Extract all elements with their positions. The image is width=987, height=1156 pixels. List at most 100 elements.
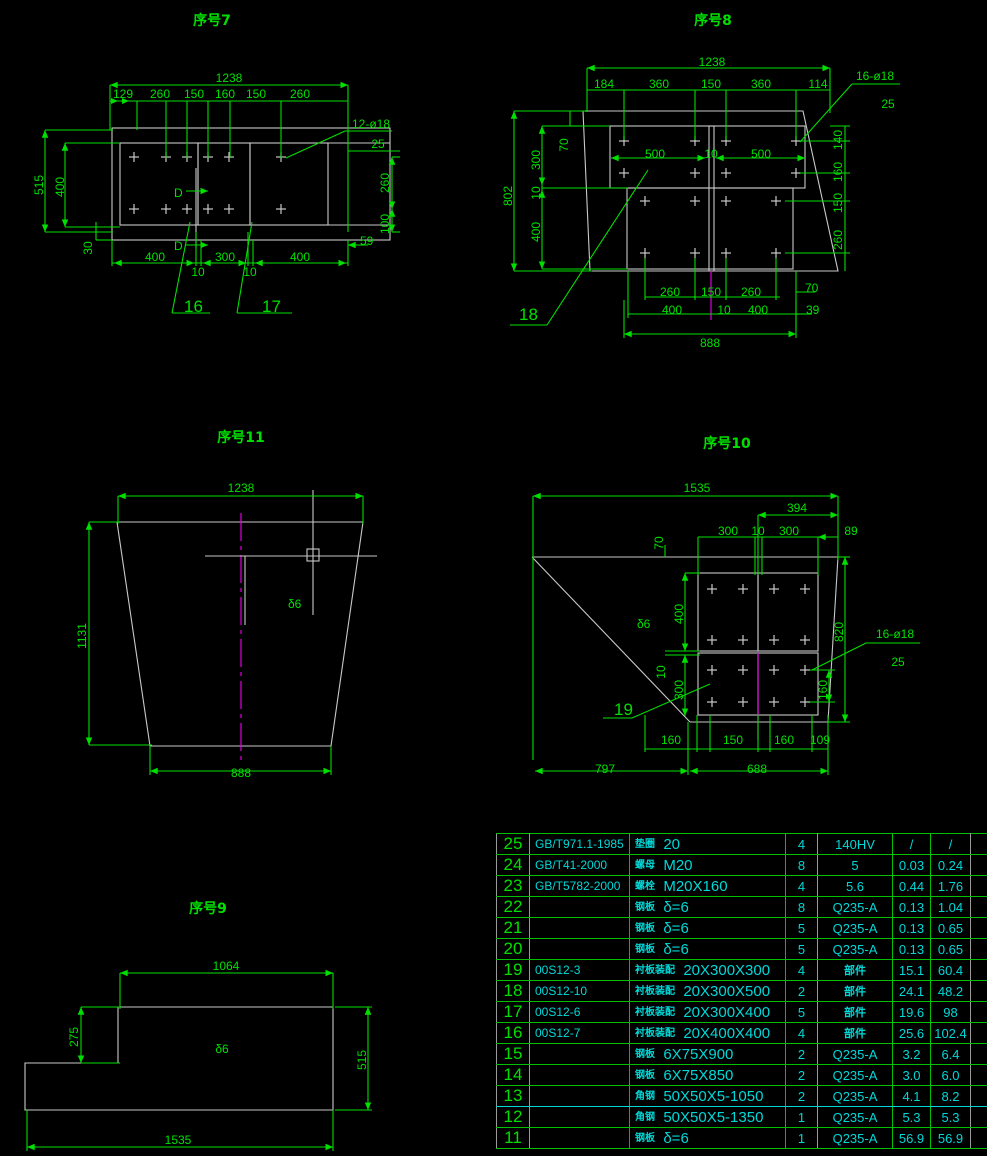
view-8-left-300: 300 (529, 150, 543, 170)
row-remark (970, 938, 987, 960)
view-7-overall-width: 1238 (216, 71, 243, 85)
view-8-hole-note: 16-ø18 (856, 69, 894, 83)
row-name-spec: 衬板装配 20X300X400 (629, 1001, 786, 1023)
row-name-spec: 钢板 6X75X850 (629, 1064, 786, 1086)
row-material: Q235-A (817, 896, 893, 918)
row-material: Q235-A (817, 1043, 893, 1065)
row-unit-weight: 24.1 (892, 980, 931, 1002)
row-remark (970, 875, 987, 897)
row-index-22: 22 (496, 896, 530, 918)
row-material: 5.6 (817, 875, 893, 897)
row-name-spec: 钢板 δ=6 (629, 1127, 786, 1149)
view-7-leader-16: 16 (184, 297, 203, 316)
row-material: Q235-A (817, 1085, 893, 1107)
view-7-chain-260b: 260 (290, 87, 310, 101)
view-8-right-260: 260 (831, 230, 845, 250)
view-10-sub-394: 394 (787, 501, 807, 515)
view-10-right-820: 820 (832, 622, 846, 642)
view-8-chain-114: 114 (808, 77, 827, 91)
view-7-left-515: 515 (32, 175, 46, 195)
view-7-bottom-10a: 10 (191, 265, 205, 279)
view-7-left-30: 30 (81, 241, 95, 255)
row-unit-weight: 3.2 (892, 1043, 931, 1065)
row-name-spec: 衬板装配 20X400X400 (629, 1022, 786, 1044)
row-index-21: 21 (496, 917, 530, 939)
row-unit-weight: 19.6 (892, 1001, 931, 1023)
view-10-dimensions (532, 492, 920, 775)
row-quantity: 4 (785, 959, 818, 981)
row-total-weight: 6.0 (930, 1064, 971, 1086)
row-name-spec: 角钢 50X50X5-1350 (629, 1106, 786, 1128)
row-remark (970, 959, 987, 981)
view-7-right-260: 260 (378, 173, 392, 193)
view-7-chain-150b: 150 (246, 87, 266, 101)
row-unit-weight: 0.03 (892, 854, 931, 876)
row-index-13: 13 (496, 1085, 530, 1107)
row-remark (970, 1064, 987, 1086)
view-10-hole-note: 16-ø18 (876, 627, 914, 641)
row-remark (970, 1022, 987, 1044)
view-7-right-59: 59 (360, 234, 374, 248)
row-standard (529, 1085, 630, 1107)
row-index-25: 25 (496, 833, 530, 855)
row-material: Q235-A (817, 1106, 893, 1128)
row-total-weight: / (930, 833, 971, 855)
view-11-title: 序号11 (217, 429, 264, 446)
row-total-weight: 6.4 (930, 1043, 971, 1065)
row-total-weight: 8.2 (930, 1085, 971, 1107)
row-material: 140HV (817, 833, 893, 855)
view-8-bottom-10: 10 (717, 303, 731, 317)
row-remark (970, 1127, 987, 1149)
row-unit-weight: 25.6 (892, 1022, 931, 1044)
view-7-left-400: 400 (53, 177, 67, 197)
row-total-weight: 98 (930, 1001, 971, 1023)
row-total-weight: 48.2 (930, 980, 971, 1002)
row-quantity: 5 (785, 938, 818, 960)
view-9-top-width: 1064 (213, 959, 240, 973)
row-standard: GB/T41-2000 (529, 854, 630, 876)
row-unit-weight: 0.13 (892, 896, 931, 918)
view-9-dimensions (26, 969, 372, 1151)
row-total-weight: 0.65 (930, 917, 971, 939)
view-10-chain-300b: 300 (779, 524, 799, 538)
row-material: 部件 (817, 959, 893, 981)
row-index-16: 16 (496, 1022, 530, 1044)
row-remark (970, 980, 987, 1002)
row-unit-weight: 4.1 (892, 1085, 931, 1107)
view-7-right-100: 100 (378, 214, 392, 234)
row-standard (529, 917, 630, 939)
row-name-spec: 钢板 6X75X900 (629, 1043, 786, 1065)
row-quantity: 2 (785, 980, 818, 1002)
row-material: 5 (817, 854, 893, 876)
row-total-weight: 56.9 (930, 1127, 971, 1149)
row-name-spec: 钢板 δ=6 (629, 917, 786, 939)
view-8-left-802: 802 (501, 186, 515, 206)
row-standard (529, 1106, 630, 1128)
view-8-mid-10: 10 (704, 147, 718, 161)
row-remark (970, 896, 987, 918)
view-10-bottom-688: 688 (747, 762, 767, 776)
view-7-edge-25: 25 (371, 137, 385, 151)
row-standard: GB/T5782-2000 (529, 875, 630, 897)
view-8-mid-500b: 500 (751, 147, 771, 161)
row-index-11: 11 (496, 1127, 530, 1149)
row-quantity: 2 (785, 1064, 818, 1086)
view-10-right-89: 89 (844, 524, 858, 538)
row-total-weight: 5.3 (930, 1106, 971, 1128)
view-11-bottom-width: 888 (231, 766, 251, 780)
view-11-dimensions (85, 492, 364, 775)
row-name-spec: 钢板 δ=6 (629, 938, 786, 960)
view-10-bottom-160b: 160 (774, 733, 794, 747)
view-10-chain-10: 10 (751, 524, 765, 538)
view-8-right-140: 140 (831, 130, 845, 150)
